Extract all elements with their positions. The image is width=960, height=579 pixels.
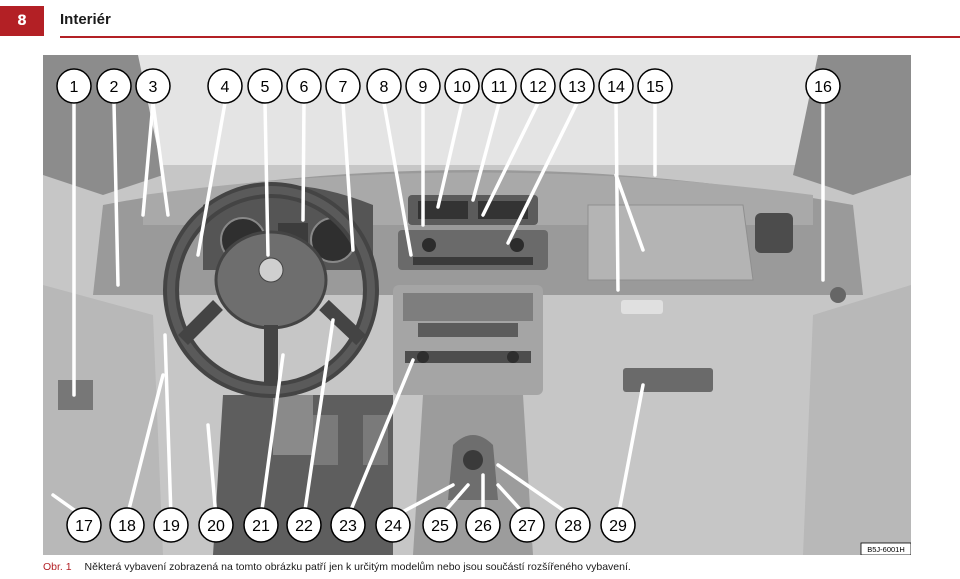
callout-27: 27: [509, 507, 545, 543]
caption-text: Některá vybavení zobrazená na tomto obrá…: [84, 561, 631, 573]
callout-16: 16: [805, 68, 841, 104]
svg-text:13: 13: [568, 79, 586, 96]
callout-19: 19: [153, 507, 189, 543]
callout-2: 2: [96, 68, 132, 104]
svg-text:2: 2: [110, 79, 119, 96]
svg-text:6: 6: [300, 79, 309, 96]
callout-20: 20: [198, 507, 234, 543]
callout-11: 11: [481, 68, 517, 104]
callout-5: 5: [247, 68, 283, 104]
callout-8: 8: [366, 68, 402, 104]
svg-text:1: 1: [70, 79, 79, 96]
callout-25: 25: [422, 507, 458, 543]
page-number: 8: [0, 6, 44, 36]
svg-text:24: 24: [384, 518, 402, 535]
svg-text:10: 10: [453, 79, 471, 96]
page-header: 8 Interiér: [0, 0, 960, 44]
callout-15: 15: [637, 68, 673, 104]
callout-14: 14: [598, 68, 634, 104]
callout-13: 13: [559, 68, 595, 104]
callout-6: 6: [286, 68, 322, 104]
svg-text:14: 14: [607, 79, 625, 96]
svg-text:7: 7: [339, 79, 348, 96]
callout-3: 3: [135, 68, 171, 104]
svg-text:12: 12: [529, 79, 547, 96]
svg-text:4: 4: [221, 79, 230, 96]
svg-text:27: 27: [518, 518, 536, 535]
svg-text:28: 28: [564, 518, 582, 535]
callout-24: 24: [375, 507, 411, 543]
header-rule: [60, 36, 960, 38]
callout-18: 18: [109, 507, 145, 543]
callout-1: 1: [56, 68, 92, 104]
image-code: B5J-6001H: [867, 545, 905, 554]
svg-text:5: 5: [261, 79, 270, 96]
svg-text:18: 18: [118, 518, 136, 535]
svg-text:16: 16: [814, 79, 832, 96]
caption-prefix: Obr. 1: [43, 561, 72, 573]
svg-text:20: 20: [207, 518, 225, 535]
callout-23: 23: [330, 507, 366, 543]
callout-26: 26: [465, 507, 501, 543]
callout-21: 21: [243, 507, 279, 543]
callout-29: 29: [600, 507, 636, 543]
callout-9: 9: [405, 68, 441, 104]
svg-text:3: 3: [149, 79, 158, 96]
svg-text:9: 9: [419, 79, 428, 96]
svg-text:17: 17: [75, 518, 93, 535]
dashboard-illustration: 1 2 3 4 5 6 7 8 9 10 11 12 13 14 15 16 1…: [43, 55, 911, 555]
chapter-title: Interiér: [60, 11, 111, 28]
svg-text:25: 25: [431, 518, 449, 535]
callout-7: 7: [325, 68, 361, 104]
svg-text:22: 22: [295, 518, 313, 535]
callout-17: 17: [66, 507, 102, 543]
callout-4: 4: [207, 68, 243, 104]
svg-text:26: 26: [474, 518, 492, 535]
svg-text:29: 29: [609, 518, 627, 535]
callout-28: 28: [555, 507, 591, 543]
callout-10: 10: [444, 68, 480, 104]
callout-22: 22: [286, 507, 322, 543]
svg-text:11: 11: [491, 79, 508, 96]
svg-text:19: 19: [162, 518, 180, 535]
dashboard-drawing: 1 2 3 4 5 6 7 8 9 10 11 12 13 14 15 16 1…: [43, 55, 911, 555]
callout-12: 12: [520, 68, 556, 104]
figure-caption: Obr. 1 Některá vybavení zobrazená na tom…: [43, 561, 631, 573]
svg-text:15: 15: [646, 79, 664, 96]
svg-text:23: 23: [339, 518, 357, 535]
svg-text:8: 8: [380, 79, 389, 96]
svg-text:21: 21: [252, 518, 270, 535]
